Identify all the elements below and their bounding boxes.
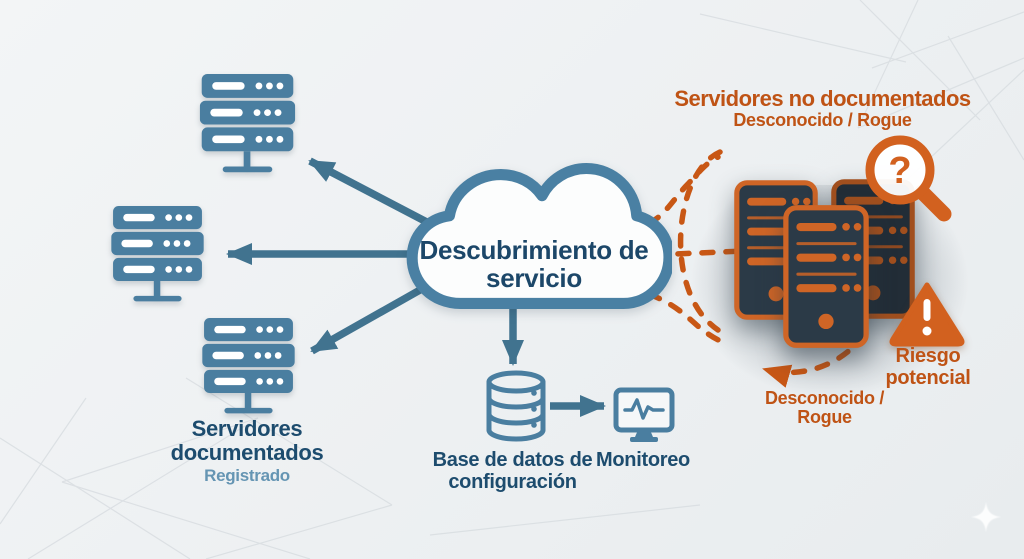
sparkle-decoration <box>971 502 1001 532</box>
warning-triangle-icon <box>889 282 965 347</box>
documented-server-icon-3 <box>200 318 297 418</box>
question-mark-glyph: ? <box>888 150 911 192</box>
magnifier-question-icon: ? <box>865 135 952 222</box>
exclamation-glyph <box>922 299 932 336</box>
undocumented-servers-title: Servidores no documentados <box>674 86 971 111</box>
database-icon <box>486 370 546 442</box>
monitoring-label: Monitoreo <box>596 449 690 471</box>
undocumented-servers-status-top: Desconocido / Rogue <box>733 110 912 130</box>
monitoring-icon <box>613 387 675 442</box>
pulse-line-icon <box>623 398 665 420</box>
risk-label: Riesgo potencial <box>885 345 971 389</box>
documented-server-icon-1 <box>199 74 296 177</box>
discovery-cloud <box>406 162 672 309</box>
documented-servers-status: Registrado <box>204 466 290 485</box>
database-label: Base de datos de configuración <box>432 449 593 493</box>
documented-server-icon-2 <box>109 206 206 306</box>
documented-servers-title: Servidores documentados <box>170 416 324 465</box>
discovery-cloud-label: Descubrimiento de servicio <box>419 235 649 294</box>
undocumented-servers-status-bottom: Desconocido / Rogue <box>764 388 885 428</box>
